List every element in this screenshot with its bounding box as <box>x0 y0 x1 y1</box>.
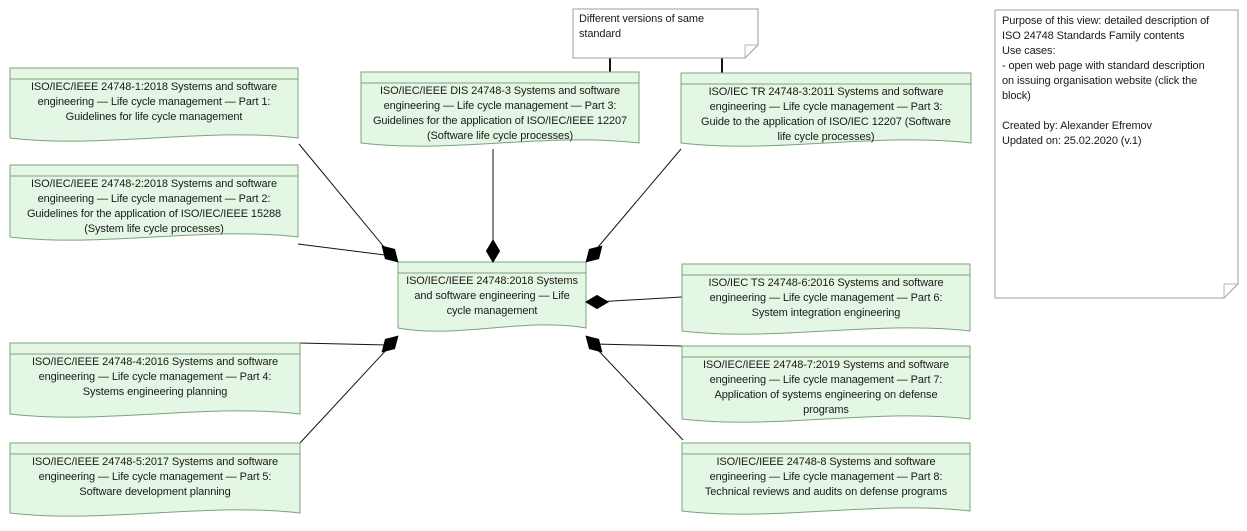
std-box-part8[interactable]: ISO/IEC/IEEE 24748-8 Systems and softwar… <box>704 456 948 498</box>
std-box-central[interactable]: ISO/IEC/IEEE 24748:2018 Systems and soft… <box>406 275 578 317</box>
connector-part7 <box>594 343 683 347</box>
std-box-part7-shape <box>681 345 971 423</box>
connector-part8 <box>595 347 684 441</box>
std-box-dis3[interactable]: ISO/IEC/IEEE DIS 24748-3 Systems and sof… <box>372 85 628 142</box>
info-panel-fold <box>1223 283 1238 298</box>
std-box-part2[interactable]: ISO/IEC/IEEE 24748-2:2018 Systems and so… <box>26 178 282 235</box>
std-box-part1-shape <box>9 67 299 142</box>
connector-part4 <box>298 342 390 346</box>
connector-ts6 <box>595 296 683 303</box>
std-box-ts6[interactable]: ISO/IEC TS 24748-6:2016 Systems and soft… <box>708 277 944 319</box>
composition-diamond-bottom-left <box>377 331 403 357</box>
connector-tr3 <box>592 148 682 254</box>
std-box-shapes <box>9 67 972 517</box>
composition-diamond-top <box>486 239 500 263</box>
connector-part2 <box>297 243 386 256</box>
std-box-part5-shape <box>9 442 301 517</box>
version-note-fold <box>744 44 758 58</box>
version-note-text: Different versions of same standard <box>579 13 704 40</box>
std-box-part7[interactable]: ISO/IEC/IEEE 24748-7:2019 Systems and so… <box>702 359 950 416</box>
std-box-tr3[interactable]: ISO/IEC TR 24748-3:2011 Systems and soft… <box>701 86 951 143</box>
std-box-ts6-shape <box>681 263 971 335</box>
std-box-part4-shape <box>9 342 301 418</box>
connector-part5 <box>299 346 390 444</box>
info-panel-shape <box>994 9 1239 299</box>
std-box-central-shape <box>397 261 587 332</box>
connector-part1 <box>298 143 390 254</box>
std-box-part1[interactable]: ISO/IEC/IEEE 24748-1:2018 Systems and so… <box>30 81 278 123</box>
std-box-part5[interactable]: ISO/IEC/IEEE 24748-5:2017 Systems and so… <box>31 456 279 498</box>
std-box-dis3-shape <box>360 71 640 147</box>
info-panel-text: Purpose of this view: detailed descripti… <box>1002 15 1210 147</box>
std-box-part8-shape <box>681 442 971 515</box>
std-box-part2-shape <box>9 164 299 241</box>
version-note-shape <box>572 8 759 59</box>
std-box-tr3-shape <box>680 72 972 147</box>
std-box-part4[interactable]: ISO/IEC/IEEE 24748-4:2016 Systems and so… <box>31 356 279 398</box>
